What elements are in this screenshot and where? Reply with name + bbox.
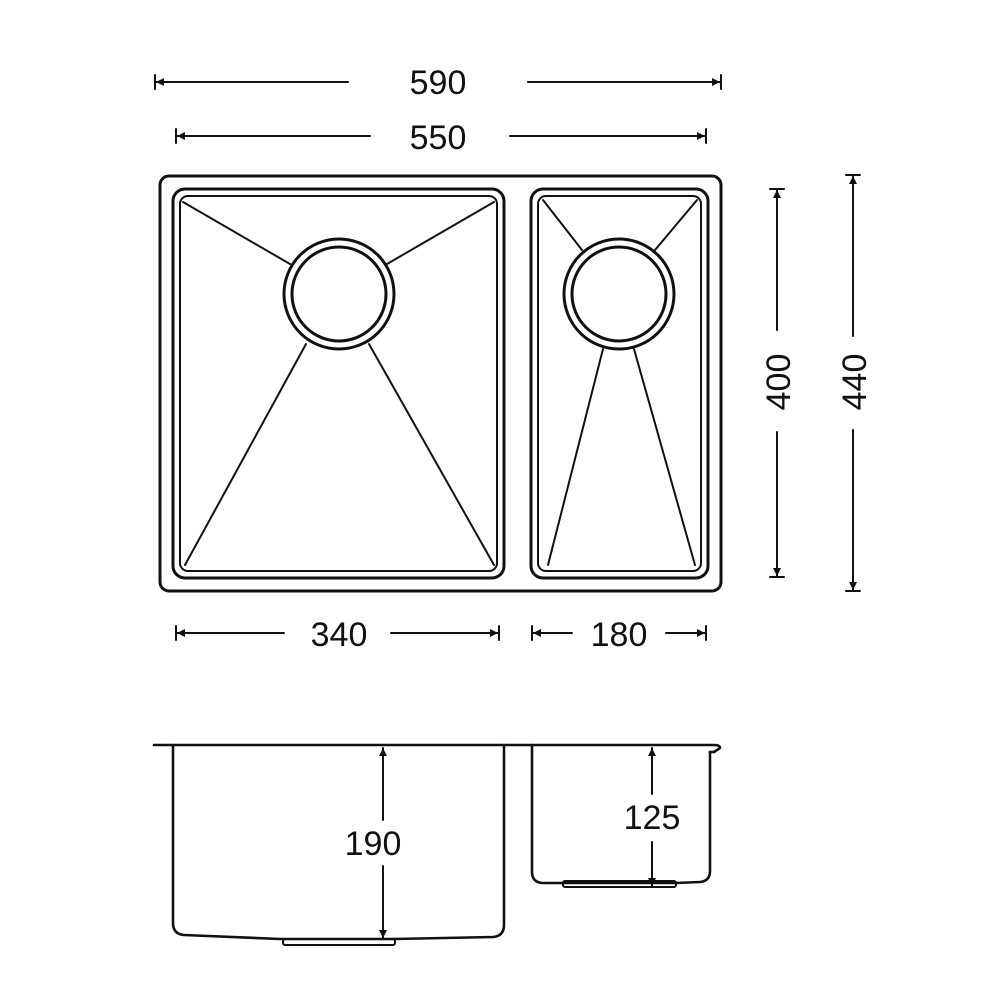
large-bowl-slope-line <box>182 201 291 265</box>
dimension-large-bowl-width: 340 <box>175 616 500 654</box>
dimension-label-small-bowl-width: 180 <box>591 616 648 654</box>
small-bowl-basin <box>537 195 702 572</box>
large-bowl-drain-inner <box>290 245 388 343</box>
small-bowl-slope-line <box>633 348 696 566</box>
large-bowl-slope-line <box>184 343 307 566</box>
dimension-small-bowl-width: 180 <box>531 616 707 654</box>
dimension-inner-width: 550 <box>175 119 707 157</box>
dimension-label-inner-width: 550 <box>410 119 467 157</box>
small-bowl <box>529 187 710 580</box>
large-bowl-drain-outer <box>282 237 396 351</box>
dimension-small-bowl-height: 125 <box>624 747 681 887</box>
small-bowl-slope-line <box>654 199 698 251</box>
large-bowl-slope-line <box>386 201 495 265</box>
section-top-flange <box>152 743 722 754</box>
dimension-label-overall-width: 590 <box>410 64 467 102</box>
large-bowl-section-profile <box>171 743 506 941</box>
dimension-label-large-bowl-width: 340 <box>311 616 368 654</box>
large-bowl <box>171 187 506 580</box>
large-bowl-rim <box>171 187 506 580</box>
small-bowl-slope-line <box>547 348 604 566</box>
small-bowl-drain-section <box>562 880 677 888</box>
large-bowl-drain-section <box>282 938 396 946</box>
small-bowl-drain-inner <box>570 245 668 343</box>
small-bowl-section-profile <box>530 743 712 885</box>
dimension-label-overall-depth: 440 <box>836 354 874 411</box>
dimension-large-bowl-height: 190 <box>345 747 402 939</box>
dimension-overall-depth: 440 <box>836 174 874 592</box>
large-bowl-slope-line <box>368 343 495 566</box>
top-view <box>158 174 723 593</box>
dimension-label-inner-depth: 400 <box>760 354 798 411</box>
dimension-inner-depth: 400 <box>760 188 798 578</box>
sink-outer-flange <box>158 174 723 593</box>
dimension-label-small-bowl-height: 125 <box>624 799 681 837</box>
small-bowl-slope-line <box>542 199 583 251</box>
small-bowl-drain-outer <box>562 237 676 351</box>
dimension-label-large-bowl-height: 190 <box>345 825 402 863</box>
dimension-overall-width: 590 <box>154 64 722 102</box>
large-bowl-basin <box>179 195 498 572</box>
small-bowl-rim <box>529 187 710 580</box>
side-section-view <box>152 743 722 946</box>
